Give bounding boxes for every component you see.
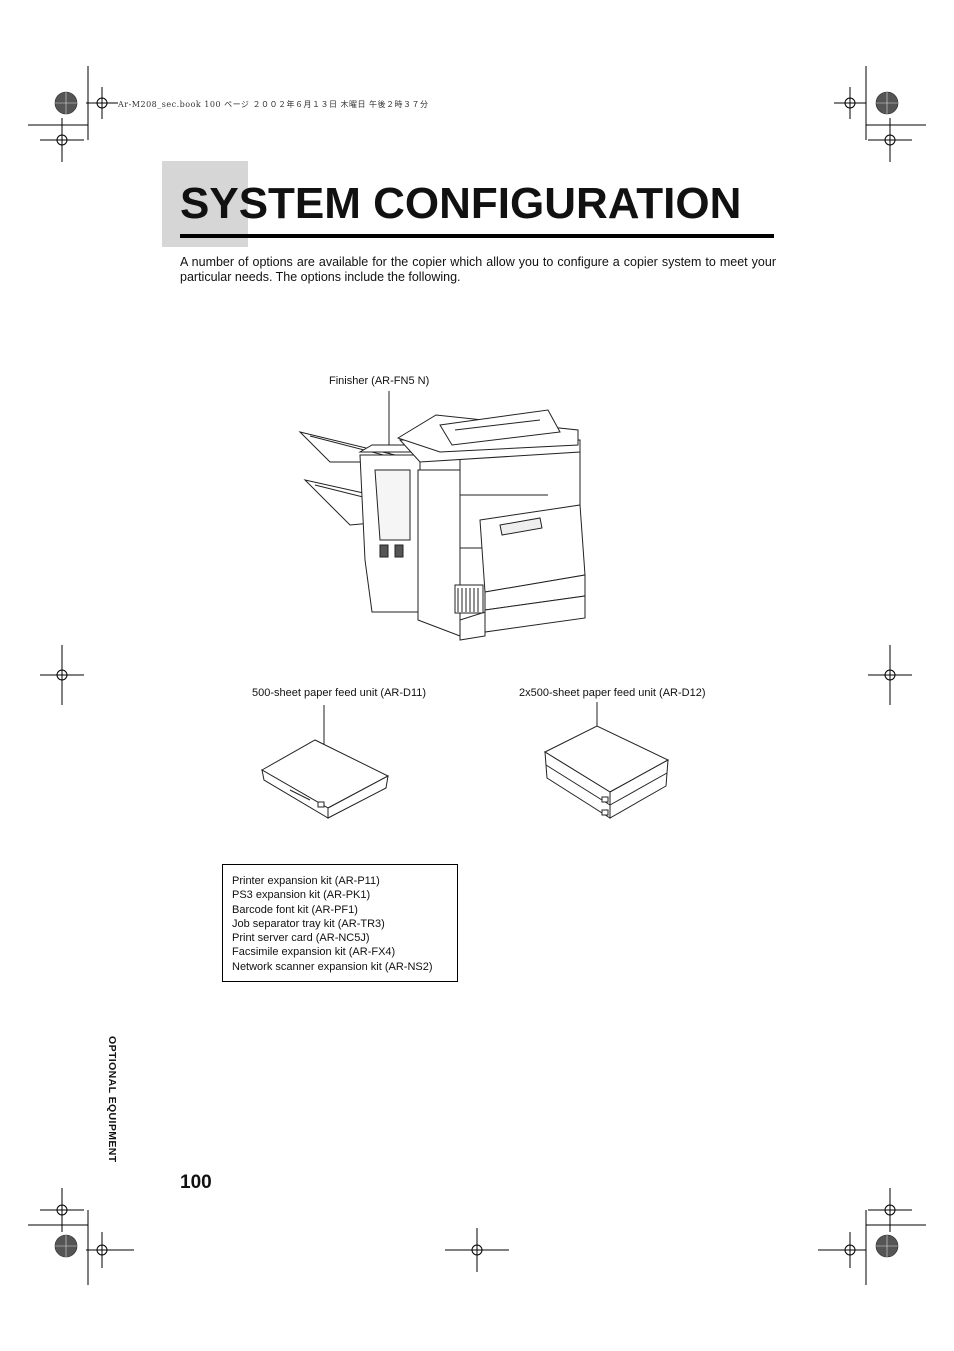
list-item: PS3 expansion kit (AR-PK1) [232, 889, 371, 902]
options-list-box: Printer expansion kit (AR-P11) PS3 expan… [222, 864, 458, 982]
intro-paragraph: A number of options are available for th… [180, 255, 776, 284]
list-item: Print server card (AR-NC5J) [232, 932, 370, 945]
list-item: Printer expansion kit (AR-P11) [232, 875, 380, 887]
list-item: Facsimile expansion kit (AR-FX4) [232, 946, 396, 959]
feed-2x500-caption: 2x500-sheet paper feed unit (AR-D12) [519, 687, 706, 699]
feed-500-caption: 500-sheet paper feed unit (AR-D11) [252, 687, 427, 699]
page-number: 100 [180, 1172, 212, 1193]
page-title: SYSTEM CONFIGURATION [180, 179, 742, 228]
list-item: Job separator tray kit (AR-TR3) [232, 917, 385, 930]
title-tab-shade [162, 161, 248, 247]
file-header-line: Ar-M208_sec.book 100 ページ ２００２年６月１３日 木曜日 … [118, 100, 429, 109]
sidebar-section-label: OPTIONAL EQUIPMENT [106, 1036, 118, 1163]
finisher-caption: Finisher (AR-FN5 N) [329, 375, 430, 387]
title-underline [180, 234, 774, 238]
list-item: Network scanner expansion kit (AR-NS2) [232, 960, 433, 973]
list-item: Barcode font kit (AR-PF1) [232, 903, 358, 916]
